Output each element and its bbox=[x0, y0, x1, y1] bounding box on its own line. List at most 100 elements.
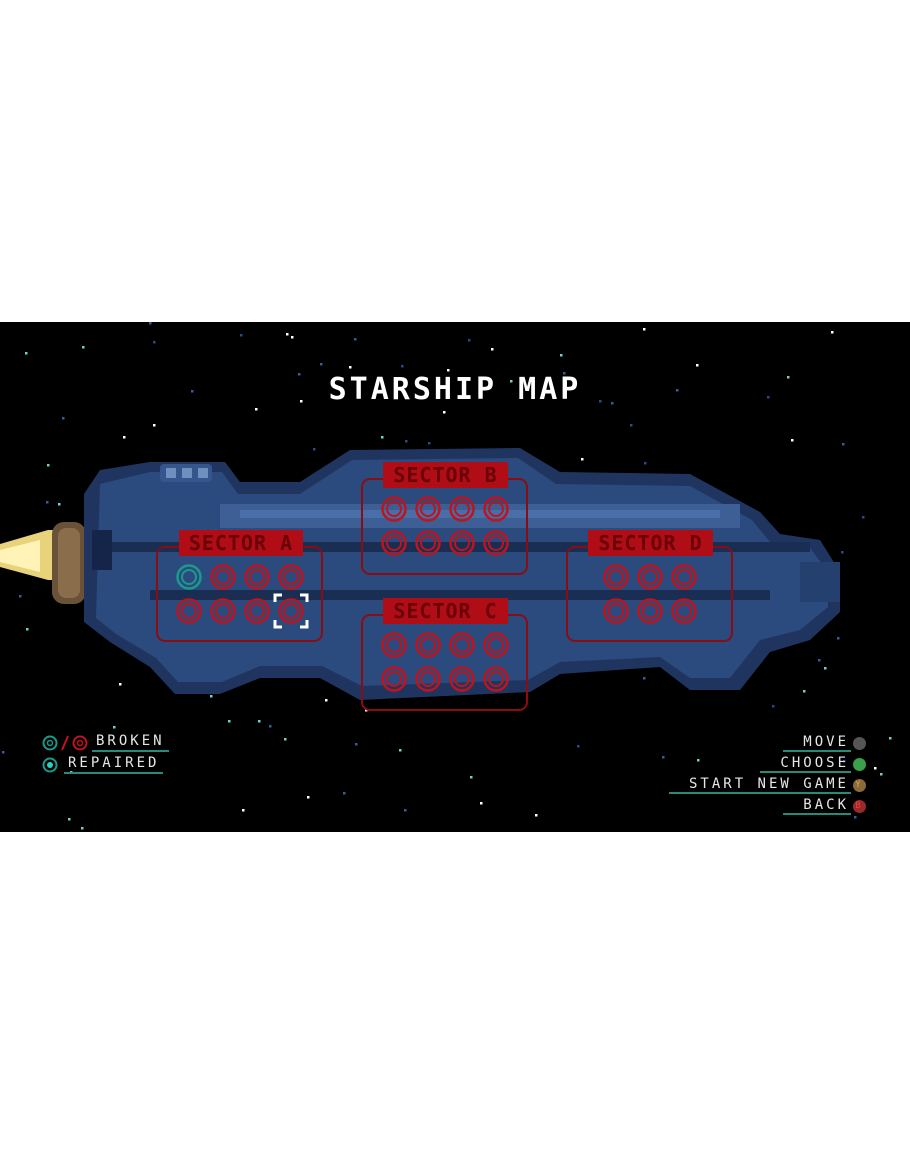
star bbox=[325, 699, 328, 702]
system-slot-broken[interactable] bbox=[415, 530, 441, 556]
star bbox=[405, 440, 408, 443]
system-slot-broken[interactable] bbox=[671, 564, 697, 590]
star bbox=[803, 690, 806, 693]
sector-d-label: SECTOR D bbox=[588, 530, 713, 556]
system-slot-broken[interactable] bbox=[273, 593, 309, 629]
system-slot-broken[interactable] bbox=[483, 632, 509, 658]
system-slot-broken[interactable] bbox=[381, 530, 407, 556]
star bbox=[62, 417, 65, 420]
system-slot-broken[interactable] bbox=[449, 496, 475, 522]
star bbox=[824, 667, 827, 670]
star bbox=[428, 442, 431, 445]
star bbox=[470, 776, 473, 779]
system-slot-broken[interactable] bbox=[415, 496, 441, 522]
system-slot-broken[interactable] bbox=[637, 598, 663, 624]
star bbox=[662, 756, 665, 759]
system-slot-broken[interactable] bbox=[449, 530, 475, 556]
star bbox=[491, 348, 494, 351]
system-slot-broken[interactable] bbox=[381, 496, 407, 522]
repaired-icon bbox=[42, 757, 58, 772]
star bbox=[25, 352, 28, 355]
control-move[interactable]: MOVE bbox=[783, 734, 866, 752]
game-screen: STARSHIP MAP SECTOR A SECTOR B SECTOR C … bbox=[0, 322, 910, 832]
star bbox=[47, 464, 50, 467]
star bbox=[599, 400, 602, 403]
legend-repaired: REPAIRED bbox=[42, 755, 164, 774]
y-button-icon: Y bbox=[853, 778, 866, 792]
star bbox=[644, 462, 647, 465]
system-slot-broken[interactable] bbox=[415, 632, 441, 658]
star bbox=[119, 683, 122, 686]
selection-cursor bbox=[273, 593, 309, 629]
star bbox=[676, 389, 679, 392]
star bbox=[874, 767, 877, 770]
star bbox=[696, 364, 699, 367]
system-slot-broken[interactable] bbox=[210, 598, 236, 624]
control-back[interactable]: BACK B bbox=[783, 797, 866, 815]
system-slot-broken[interactable] bbox=[483, 530, 509, 556]
star bbox=[258, 720, 261, 723]
star bbox=[480, 802, 483, 805]
control-start-new-game[interactable]: START NEW GAME Y bbox=[668, 776, 866, 794]
system-slot-broken[interactable] bbox=[244, 564, 270, 590]
star bbox=[697, 759, 700, 762]
star bbox=[818, 659, 821, 662]
star bbox=[401, 365, 404, 368]
system-slot-broken[interactable] bbox=[603, 598, 629, 624]
system-slot-broken[interactable] bbox=[671, 598, 697, 624]
star bbox=[889, 737, 892, 740]
system-slot-broken[interactable] bbox=[415, 666, 441, 692]
star bbox=[269, 725, 272, 728]
system-slot-broken[interactable] bbox=[176, 598, 202, 624]
system-slot-broken[interactable] bbox=[381, 632, 407, 658]
star bbox=[113, 726, 116, 729]
star bbox=[841, 551, 844, 554]
star bbox=[284, 738, 287, 741]
b-button-icon: B bbox=[853, 799, 866, 813]
a-button-icon bbox=[853, 757, 866, 771]
system-slot-broken[interactable] bbox=[637, 564, 663, 590]
star bbox=[581, 458, 584, 461]
star bbox=[577, 745, 580, 748]
star bbox=[831, 331, 834, 334]
star bbox=[791, 439, 794, 442]
system-slot-broken[interactable] bbox=[449, 632, 475, 658]
star bbox=[240, 334, 243, 337]
star bbox=[210, 695, 213, 698]
sector-b-label: SECTOR B bbox=[383, 462, 508, 488]
control-choose[interactable]: CHOOSE bbox=[760, 755, 866, 773]
system-slot-broken[interactable] bbox=[449, 666, 475, 692]
sector-c-label: SECTOR C bbox=[383, 598, 508, 624]
legend-broken: BROKEN bbox=[42, 733, 169, 752]
star bbox=[443, 411, 446, 414]
star bbox=[82, 346, 85, 349]
star bbox=[300, 400, 303, 403]
system-slot-repaired[interactable] bbox=[176, 564, 202, 590]
star bbox=[46, 501, 49, 504]
star bbox=[842, 443, 845, 446]
system-slot-broken[interactable] bbox=[381, 666, 407, 692]
star bbox=[153, 341, 156, 344]
system-slot-broken[interactable] bbox=[603, 564, 629, 590]
star bbox=[772, 705, 775, 708]
star bbox=[854, 816, 857, 819]
system-slot-broken[interactable] bbox=[244, 598, 270, 624]
system-slot-broken[interactable] bbox=[483, 666, 509, 692]
star bbox=[767, 396, 770, 399]
engine-nozzle bbox=[52, 522, 86, 604]
star bbox=[354, 338, 357, 341]
star bbox=[291, 336, 294, 339]
star bbox=[149, 322, 152, 325]
star bbox=[286, 333, 289, 336]
system-slot-broken[interactable] bbox=[278, 564, 304, 590]
legend-broken-label: BROKEN bbox=[92, 733, 169, 752]
star bbox=[611, 402, 614, 405]
star bbox=[404, 809, 407, 812]
system-slot-broken[interactable] bbox=[483, 496, 509, 522]
star bbox=[153, 424, 156, 427]
system-slot-broken[interactable] bbox=[210, 564, 236, 590]
star bbox=[81, 827, 84, 830]
star bbox=[843, 760, 846, 763]
star bbox=[349, 366, 352, 369]
star bbox=[191, 390, 194, 393]
